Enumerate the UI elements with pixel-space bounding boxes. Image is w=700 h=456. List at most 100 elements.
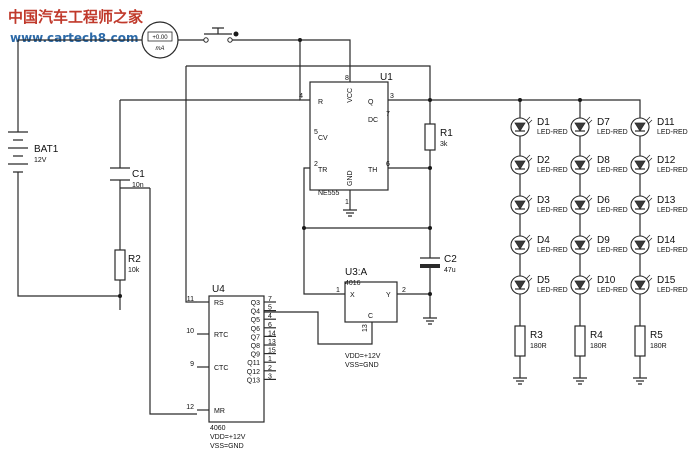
watermark: 中国汽车工程师之家 www.cartech8.com [8,8,143,45]
junction-dot [118,294,122,298]
u4-pin-number: 5 [268,305,272,312]
led-array: D1LED-REDD2LED-REDD3LED-REDD4LED-REDD5LE… [510,116,688,385]
led-ref: D7 [597,117,610,128]
ground-symbol [513,377,527,385]
u3-pin-y: Y [386,292,391,299]
u1-pin-num-gnd: 1 [345,199,349,206]
ground-symbol [343,209,357,217]
led-ref: D14 [657,235,676,246]
u3-pin-num-c: 13 [362,324,369,332]
u4-pin-name: RS [214,300,224,307]
u4-pin-name: Q9 [251,352,260,359]
led-ref: D6 [597,195,610,206]
u4-pin-number: 12 [186,404,194,411]
resistor-ref: R5 [650,330,663,341]
led-ref: D1 [537,117,550,128]
u4-pin-number: 2 [268,365,272,372]
u4-pin-name: Q6 [251,326,260,333]
u4-pin-name: Q3 [251,300,260,307]
led-type: LED-RED [597,287,628,294]
led-type: LED-RED [657,129,688,136]
u4-pin-name: Q4 [251,309,260,316]
junction-dot [428,226,432,230]
resistor-value: 180R [650,343,667,350]
led-ref: D13 [657,195,676,206]
wires [17,39,641,415]
u4-pin-name: CTC [214,365,228,372]
u3-ref: U3:A [345,267,368,278]
led-type: LED-RED [597,129,628,136]
battery-value: 12V [34,157,47,164]
u1-pin-q: Q [368,99,374,106]
led-type: LED-RED [597,247,628,254]
led-ref: D10 [597,275,616,286]
u1-pin-num-cv: 5 [314,129,318,136]
u4-pin-number: 1 [268,356,272,363]
u4-pin-number: 14 [268,330,276,337]
junction-dot [298,38,302,42]
junction-dot [578,98,582,102]
u4-pin-name: Q13 [247,377,260,384]
u1-pin-num-dc: 7 [386,111,390,118]
led-type: LED-RED [657,167,688,174]
watermark-title: 中国汽车工程师之家 [8,8,143,26]
u4-pin-number: 4 [268,313,272,320]
u3-ground-note: VSS=GND [345,362,379,369]
u4-pins: RS11RTC10CTC9MR12Q37Q45Q54Q66Q714Q813Q91… [186,296,276,415]
resistor-value: 180R [590,343,607,350]
led-type: LED-RED [657,207,688,214]
junction-dot [302,226,306,230]
watermark-url: www.cartech8.com [10,31,138,45]
resistor-r1: R1 3k [424,123,453,151]
u1-pin-num-tr: 2 [314,161,318,168]
led-resistor: R5 180R [634,325,667,357]
u1-pin-r: R [318,99,323,106]
u4-pin-name: Q12 [247,369,260,376]
resistor-value: 180R [530,343,547,350]
led-type: LED-RED [537,207,568,214]
u3-pin-num-x: 1 [336,287,340,294]
led-resistor: R4 180R [574,325,607,357]
junction-dot [428,166,432,170]
u4-pin-name: Q11 [247,360,260,367]
junction-dot [518,98,522,102]
junction-dot [428,292,432,296]
battery-bat1: BAT1 12V [8,131,59,173]
capacitor-c1: C1 10n [110,167,145,189]
resistor-ref: R4 [590,330,603,341]
junctions [118,38,582,298]
u3-power-note: VDD=+12V [345,353,381,360]
u1-pin-tr: TR [318,167,327,174]
led-ref: D2 [537,155,550,166]
led-ref: D3 [537,195,550,206]
u1-pin-num-th: 6 [386,161,390,168]
c2-ref: C2 [444,254,457,265]
led-ref: D4 [537,235,550,246]
u3-pin-c: C [368,313,373,320]
ammeter-display: +0.00 [152,35,168,41]
c1-value: 10n [132,182,144,189]
battery-ref: BAT1 [34,144,59,155]
u4-pin-number: 10 [186,328,194,335]
led-ref: D11 [657,117,675,128]
led-ref: D15 [657,275,676,286]
u4-pin-name: RTC [214,332,228,339]
led-ref: D9 [597,235,610,246]
r2-value: 10k [128,267,140,274]
u4-pin-number: 6 [268,322,272,329]
ground-symbol [573,377,587,385]
u4-pin-number: 9 [190,361,194,368]
ic-u4-4060: U4 4060 VDD=+12V VSS=GND RS11RTC10CTC9MR… [186,284,276,450]
ammeter-unit: mA [156,46,165,52]
led-type: LED-RED [657,247,688,254]
led-type: LED-RED [537,167,568,174]
resistor-ref: R3 [530,330,543,341]
u1-pin-th: TH [368,167,377,174]
